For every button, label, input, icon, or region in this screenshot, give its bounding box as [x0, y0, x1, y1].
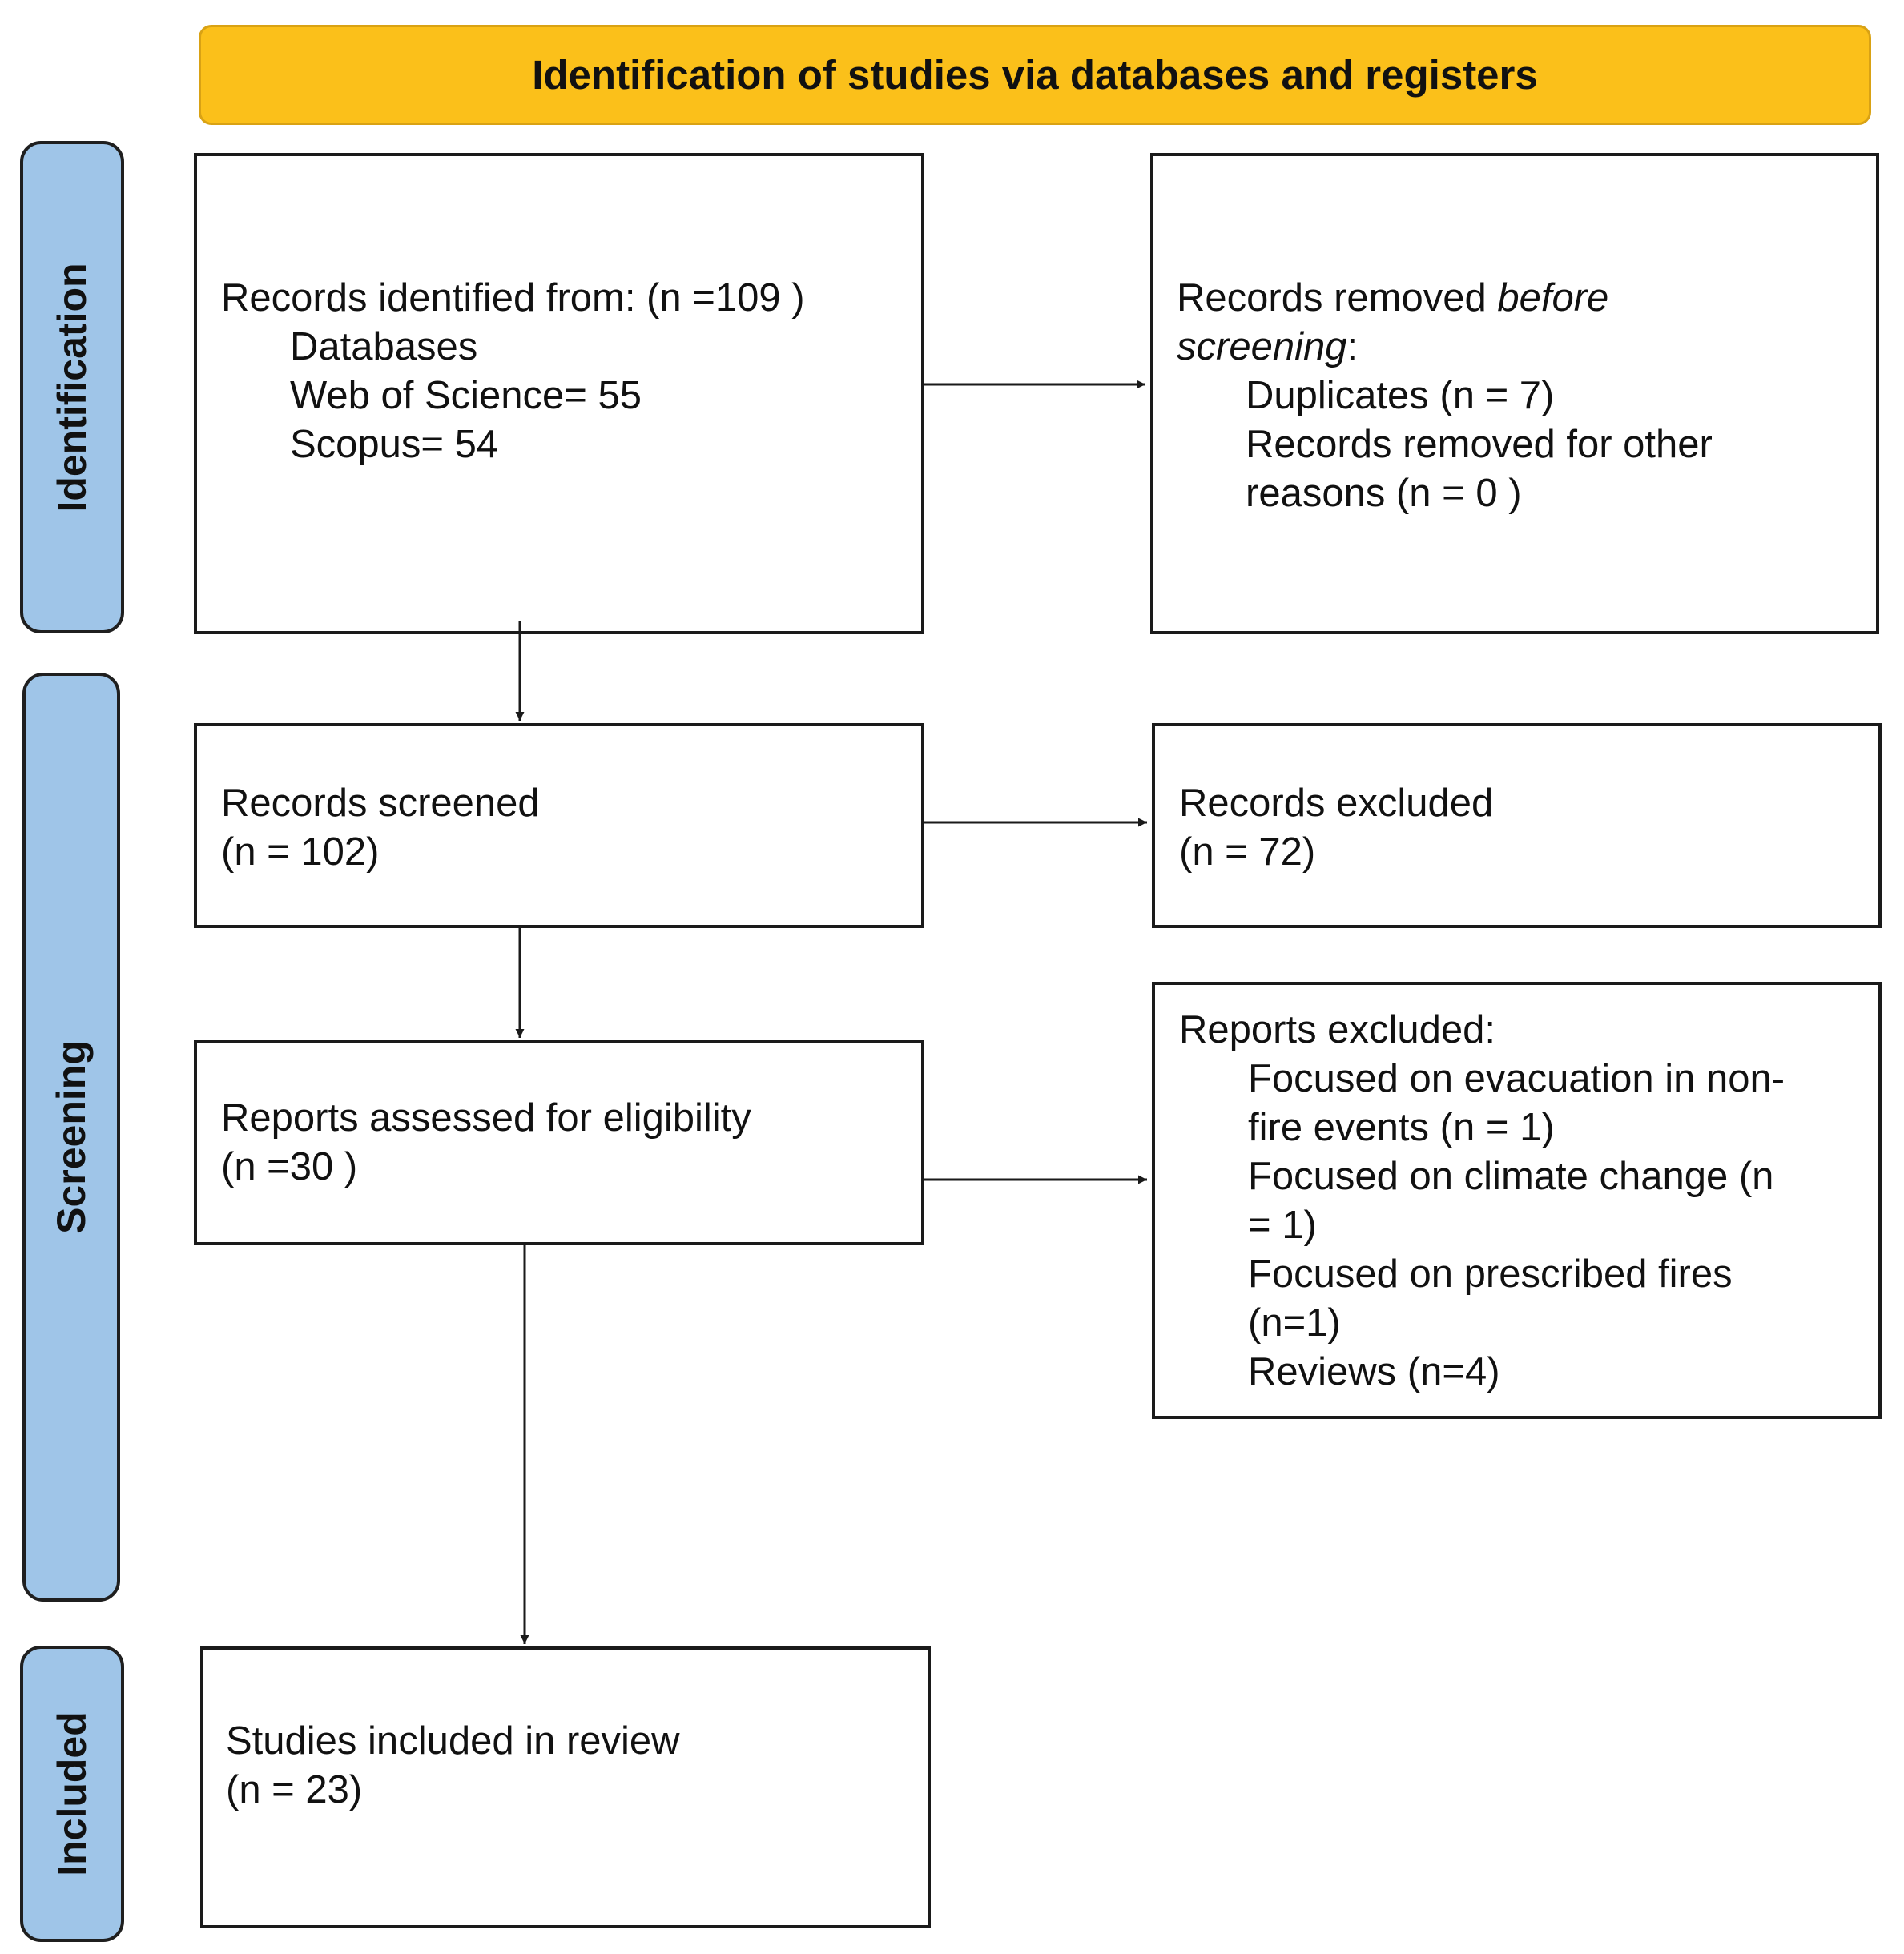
header-title: Identification of studies via databases … — [532, 52, 1538, 98]
reports-assessed-box: Reports assessed for eligibility (n =30 … — [194, 1040, 924, 1245]
header-banner: Identification of studies via databases … — [199, 25, 1871, 125]
records-excluded-box: Records excluded (n = 72) — [1152, 723, 1882, 928]
reports-excluded-box: Reports excluded: Focused on evacuation … — [1152, 982, 1882, 1419]
records-screened-label: Records screened — [221, 782, 540, 825]
records-removed-before: before — [1497, 276, 1609, 320]
reason-climate-line1: Focused on climate change (n — [1248, 1155, 1774, 1198]
reason-climate-line2: = 1) — [1248, 1204, 1317, 1247]
removed-other-line2: reasons (n = 0 ) — [1246, 472, 1522, 515]
records-removed-box: Records removed before screening: Duplic… — [1150, 153, 1879, 634]
studies-included-count: (n = 23) — [226, 1768, 363, 1811]
records-identified-title: Records identified from: (n =109 ) — [221, 276, 805, 320]
databases-label: Databases — [290, 325, 478, 368]
reason-prescribed-line2: (n=1) — [1248, 1301, 1341, 1345]
reports-assessed-count: (n =30 ) — [221, 1145, 358, 1188]
studies-included-label: Studies included in review — [226, 1719, 680, 1763]
studies-included-box: Studies included in review (n = 23) — [200, 1646, 931, 1928]
scopus-count: Scopus= 54 — [290, 423, 499, 466]
reports-excluded-title: Reports excluded: — [1179, 1008, 1495, 1051]
records-removed-screening: screening — [1177, 325, 1347, 368]
duplicates-count: Duplicates (n = 7) — [1246, 374, 1555, 417]
reason-evacuation-line2: fire events (n = 1) — [1248, 1106, 1555, 1149]
records-excluded-count: (n = 72) — [1179, 830, 1316, 874]
phase-screening: Screening — [22, 673, 120, 1602]
records-excluded-label: Records excluded — [1179, 782, 1494, 825]
reports-assessed-label: Reports assessed for eligibility — [221, 1096, 751, 1140]
reason-evacuation-line1: Focused on evacuation in non- — [1248, 1057, 1785, 1100]
records-screened-count: (n = 102) — [221, 830, 380, 874]
reason-reviews: Reviews (n=4) — [1248, 1350, 1500, 1393]
records-removed-colon: : — [1346, 325, 1359, 368]
records-removed-title: Records removed before — [1177, 274, 1876, 323]
phase-included: Included — [20, 1646, 124, 1942]
records-removed-title-2: screening: — [1177, 323, 1876, 372]
phase-identification: Identification — [20, 141, 124, 633]
reason-prescribed-line1: Focused on prescribed fires — [1248, 1252, 1733, 1296]
records-removed-prefix: Records removed — [1177, 276, 1498, 320]
removed-other-line1: Records removed for other — [1246, 423, 1713, 466]
web-of-science-count: Web of Science= 55 — [290, 374, 642, 417]
records-identified-box: Records identified from: (n =109 ) Datab… — [194, 153, 924, 634]
records-screened-box: Records screened (n = 102) — [194, 723, 924, 928]
